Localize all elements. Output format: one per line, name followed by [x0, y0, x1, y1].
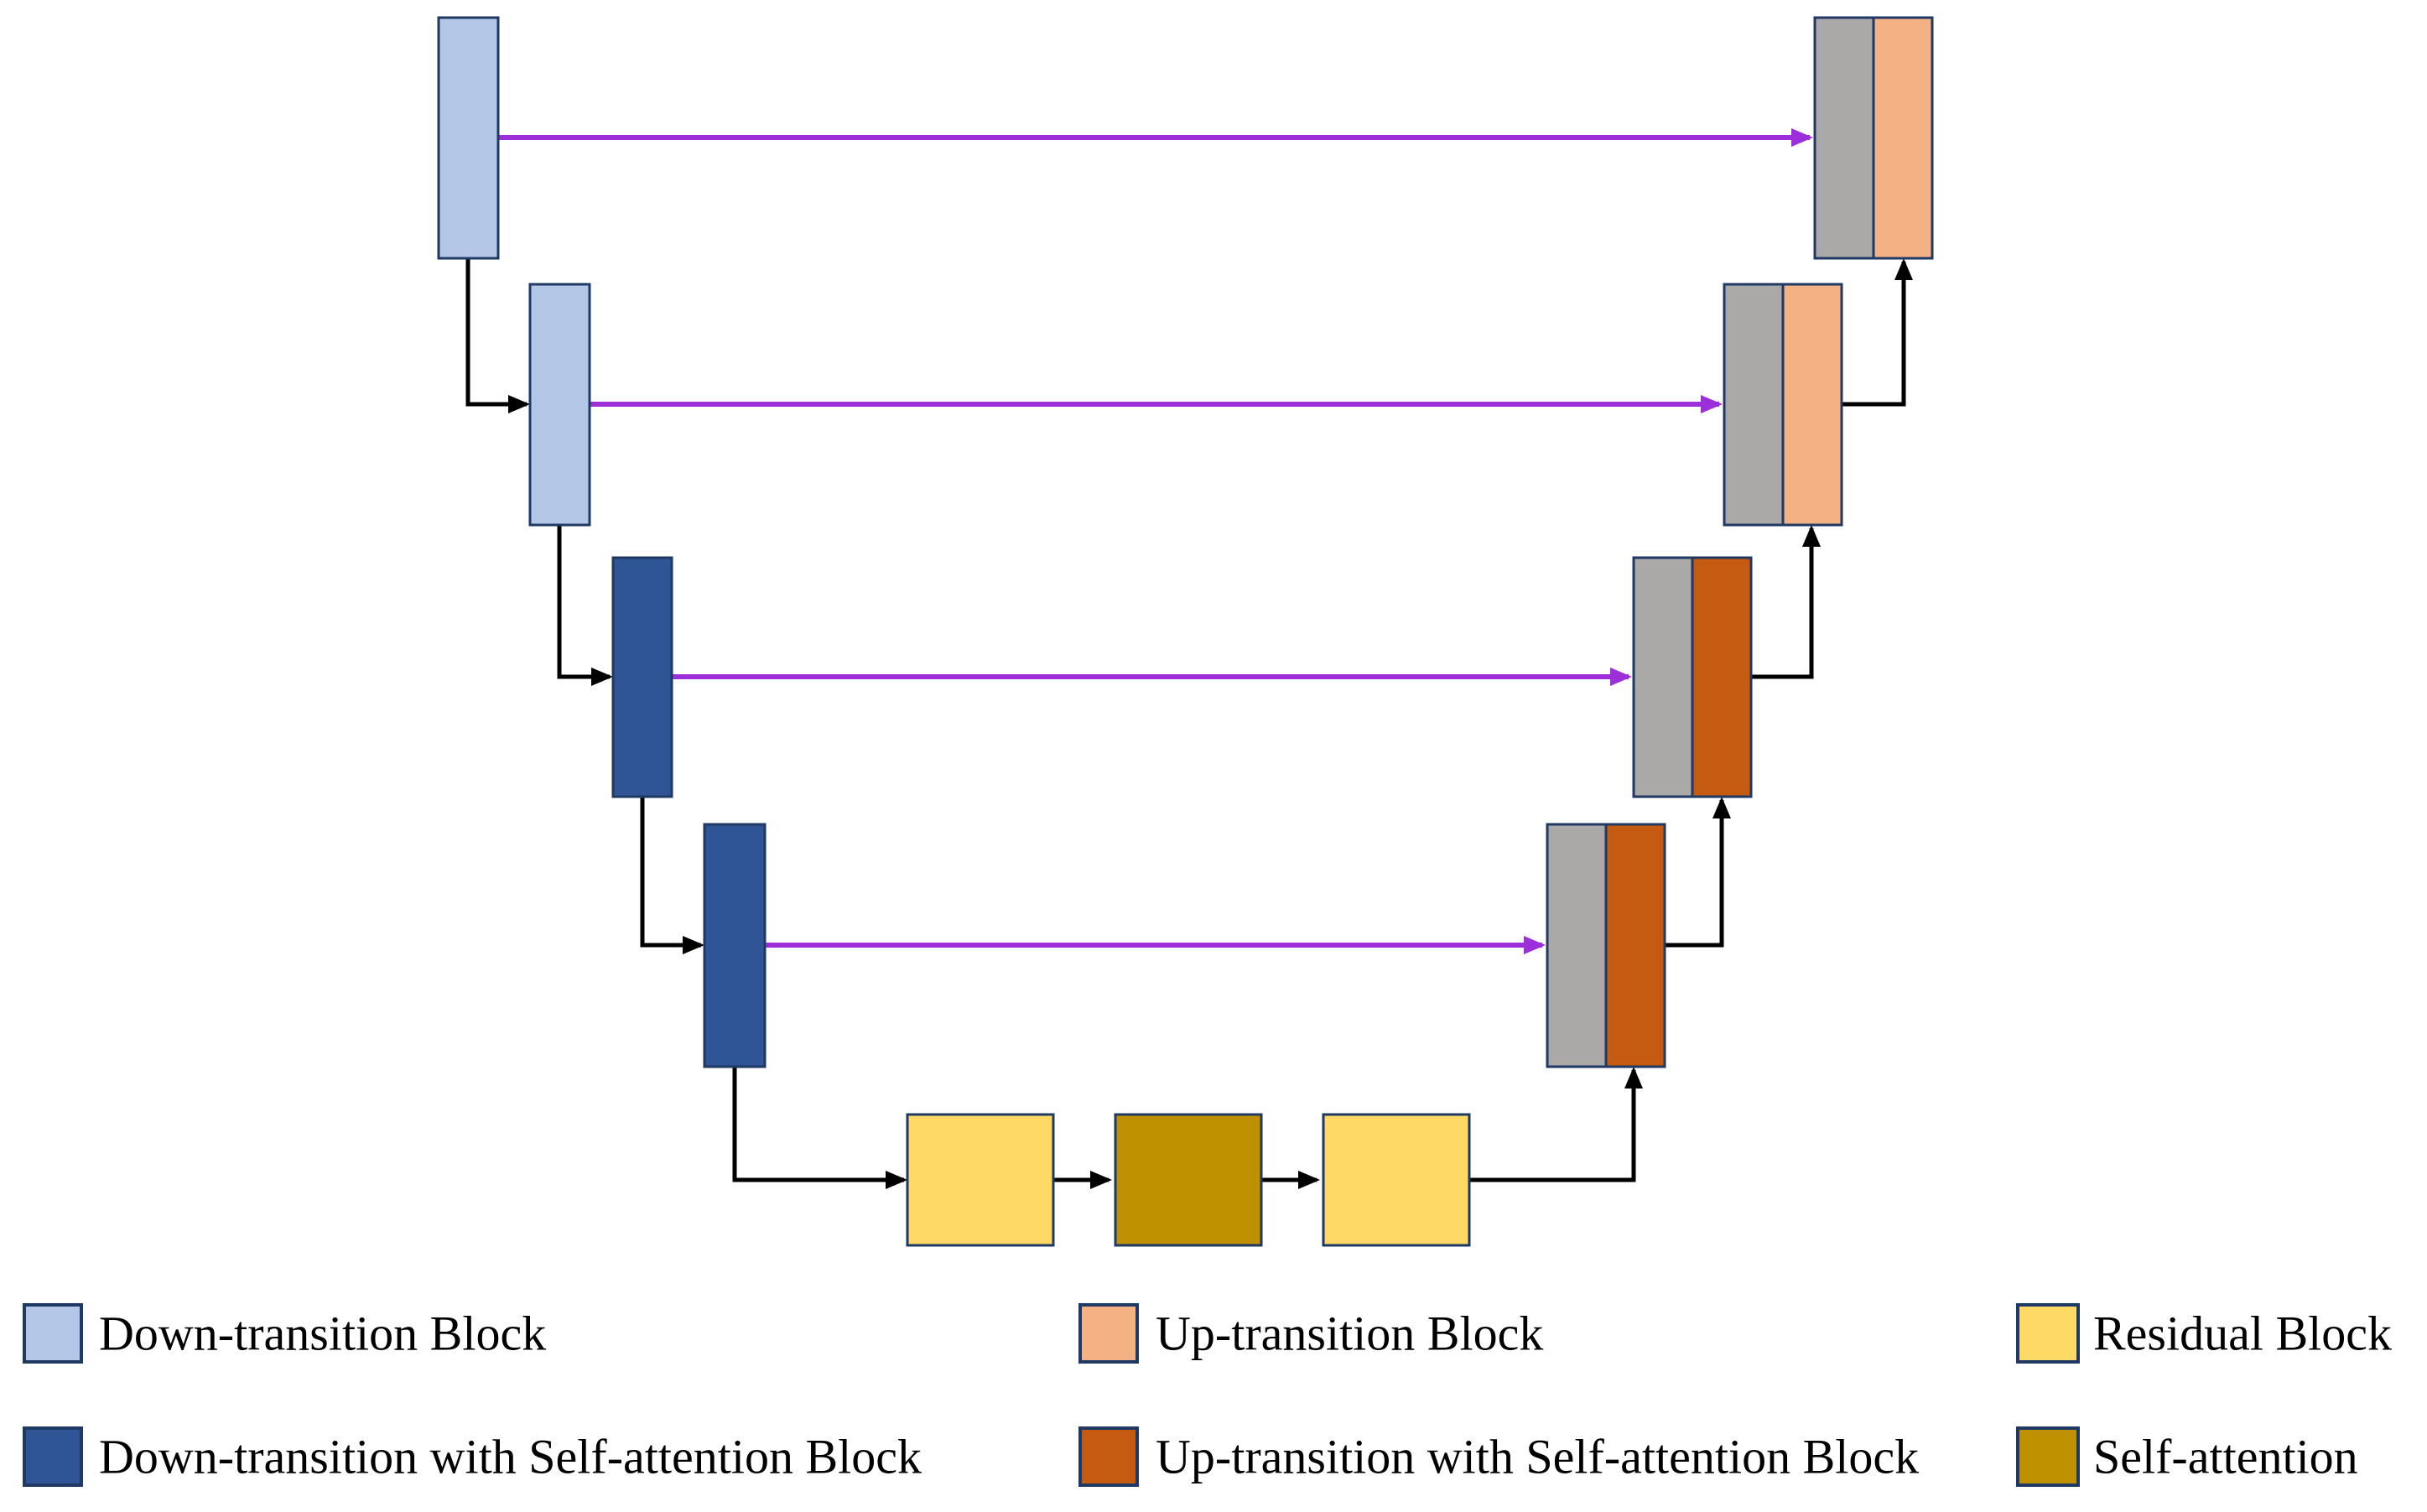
residual-block-1: [906, 1113, 1055, 1247]
legend-label-up-transition: Up-transition Block: [1156, 1307, 1543, 1361]
legend-item-up-transition: Up-transition Block: [1078, 1303, 1543, 1364]
legend-label-down-transition-self-attention: Down-transition with Self-attention Bloc…: [99, 1430, 922, 1484]
up2-concat-gray-block: [1723, 283, 1785, 527]
legend-swatch-down-transition: [23, 1303, 83, 1364]
residual-block-2: [1322, 1113, 1471, 1247]
legend-label-down-transition: Down-transition Block: [99, 1307, 546, 1361]
self-attention-block: [1114, 1113, 1263, 1247]
flow-up4-to-up3: [1665, 797, 1731, 948]
legend-item-residual: Residual Block: [2016, 1303, 2392, 1364]
up3-concat-gray-block: [1632, 556, 1694, 798]
down-transition-self-attention-block-3: [611, 556, 673, 798]
down-transition-self-attention-block-4: [703, 823, 767, 1068]
up-transition-self-attention-block-3: [1691, 556, 1753, 798]
legend-swatch-self-attention: [2016, 1426, 2080, 1487]
legend-label-self-attention: Self-attention: [2093, 1430, 2358, 1484]
legend-label-up-transition-self-attention: Up-transition with Self-attention Block: [1156, 1430, 1919, 1484]
up-transition-block-1: [1872, 16, 1934, 260]
flow-down4-to-residual1: [732, 1067, 907, 1189]
flow-down3-to-down4: [640, 797, 704, 954]
flow-down2-to-down3: [557, 525, 613, 686]
legend-item-down-transition-self-attention: Down-transition with Self-attention Bloc…: [23, 1426, 922, 1487]
legend-swatch-up-transition: [1078, 1303, 1139, 1364]
up1-concat-gray-block: [1813, 16, 1875, 260]
legend-item-self-attention: Self-attention: [2016, 1426, 2358, 1487]
legend-label-residual: Residual Block: [2093, 1307, 2392, 1361]
legend-item-down-transition: Down-transition Block: [23, 1303, 546, 1364]
down-transition-block-1: [437, 16, 500, 260]
legend-item-up-transition-self-attention: Up-transition with Self-attention Block: [1078, 1426, 1919, 1487]
flow-down1-to-down2: [465, 258, 530, 413]
flow-up2-to-up1: [1842, 258, 1913, 407]
legend-swatch-residual: [2016, 1303, 2080, 1364]
up4-concat-gray-block: [1546, 823, 1608, 1068]
up-transition-block-2: [1781, 283, 1843, 527]
legend: Down-transition Block Up-transition Bloc…: [23, 1303, 2392, 1487]
up-transition-self-attention-block-4: [1604, 823, 1666, 1068]
flow-residual2-to-up4: [1469, 1067, 1643, 1182]
legend-swatch-down-transition-self-attention: [23, 1426, 83, 1487]
down-transition-block-2: [528, 283, 591, 527]
legend-swatch-up-transition-self-attention: [1078, 1426, 1139, 1487]
flow-up3-to-up2: [1751, 525, 1821, 679]
